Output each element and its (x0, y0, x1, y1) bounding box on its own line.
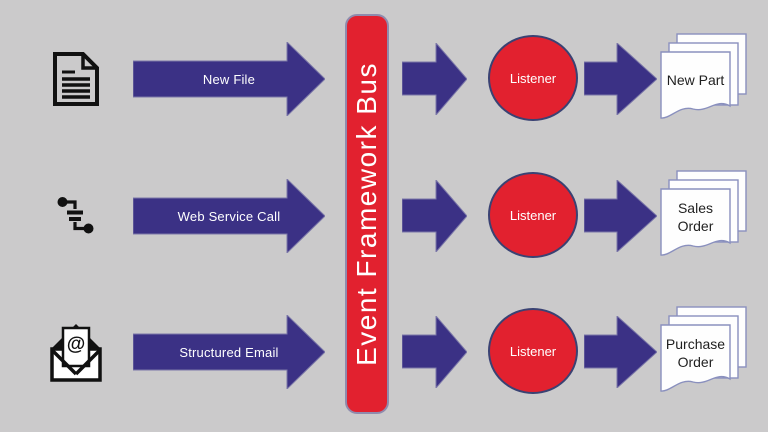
listener-to-output-arrow (583, 41, 658, 117)
output-documents: Sales Order (658, 170, 748, 260)
web-service-icon (46, 168, 106, 264)
listener-label: Listener (509, 207, 557, 223)
listener-circle: Listener (488, 172, 578, 258)
flow-row-new-file: New File Listener New Part (0, 31, 768, 127)
output-document-label: Purchase Order (665, 335, 726, 370)
input-arrow-label: Web Service Call (177, 208, 281, 224)
listener-to-output-arrow (583, 314, 658, 390)
output-document-label: New Part (666, 71, 725, 88)
input-arrow: Structured Email (132, 313, 326, 391)
email-icon: @ (46, 304, 106, 400)
flow-row-structured-email: @ Structured Email Listener (0, 304, 768, 400)
flow-row-web-service: Web Service Call Listener Sales Order (0, 168, 768, 264)
bus-to-listener-arrow (401, 41, 468, 117)
output-documents: Purchase Order (658, 306, 748, 396)
listener-label: Listener (509, 343, 557, 359)
event-framework-bus: Event Framework Bus (345, 14, 389, 414)
svg-text:@: @ (67, 334, 86, 355)
listener-circle: Listener (488, 35, 578, 121)
output-documents: New Part (658, 33, 748, 123)
input-arrow-label: Structured Email (179, 344, 279, 360)
listener-circle: Listener (488, 308, 578, 394)
listener-to-output-arrow (583, 178, 658, 254)
output-document-label: Sales Order (677, 199, 714, 234)
input-arrow: New File (132, 40, 326, 118)
listener-label: Listener (509, 70, 557, 86)
document-icon (46, 31, 106, 127)
input-arrow-label: New File (202, 71, 256, 87)
input-arrow: Web Service Call (132, 177, 326, 255)
event-framework-bus-label: Event Framework Bus (351, 62, 382, 366)
bus-to-listener-arrow (401, 178, 468, 254)
bus-to-listener-arrow (401, 314, 468, 390)
